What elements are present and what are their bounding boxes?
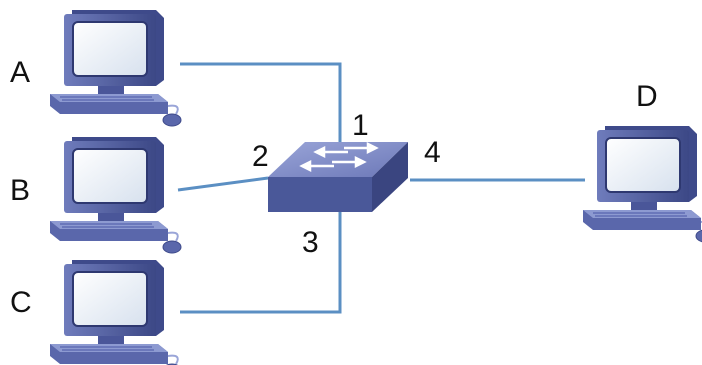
port-label-4: 4 [424, 136, 441, 169]
computer-icon-c [49, 259, 182, 365]
host-label-a: A [10, 56, 30, 89]
network-switch [268, 141, 408, 212]
computer-icon-b [49, 136, 182, 254]
host-label-b: B [10, 174, 30, 207]
computer-icon-d [582, 125, 702, 243]
port-label-1: 1 [352, 109, 369, 142]
port-label-3: 3 [302, 226, 319, 259]
port-label-2: 2 [252, 140, 269, 173]
switch-arrows-icon [299, 141, 379, 173]
cable-a-switch [180, 62, 342, 142]
cable-c-switch [180, 212, 342, 314]
computer-icon-a [49, 9, 182, 127]
host-label-d: D [636, 80, 658, 113]
cables [177, 62, 585, 314]
host-label-c: C [10, 286, 32, 319]
cable-b-switch [177, 176, 269, 192]
